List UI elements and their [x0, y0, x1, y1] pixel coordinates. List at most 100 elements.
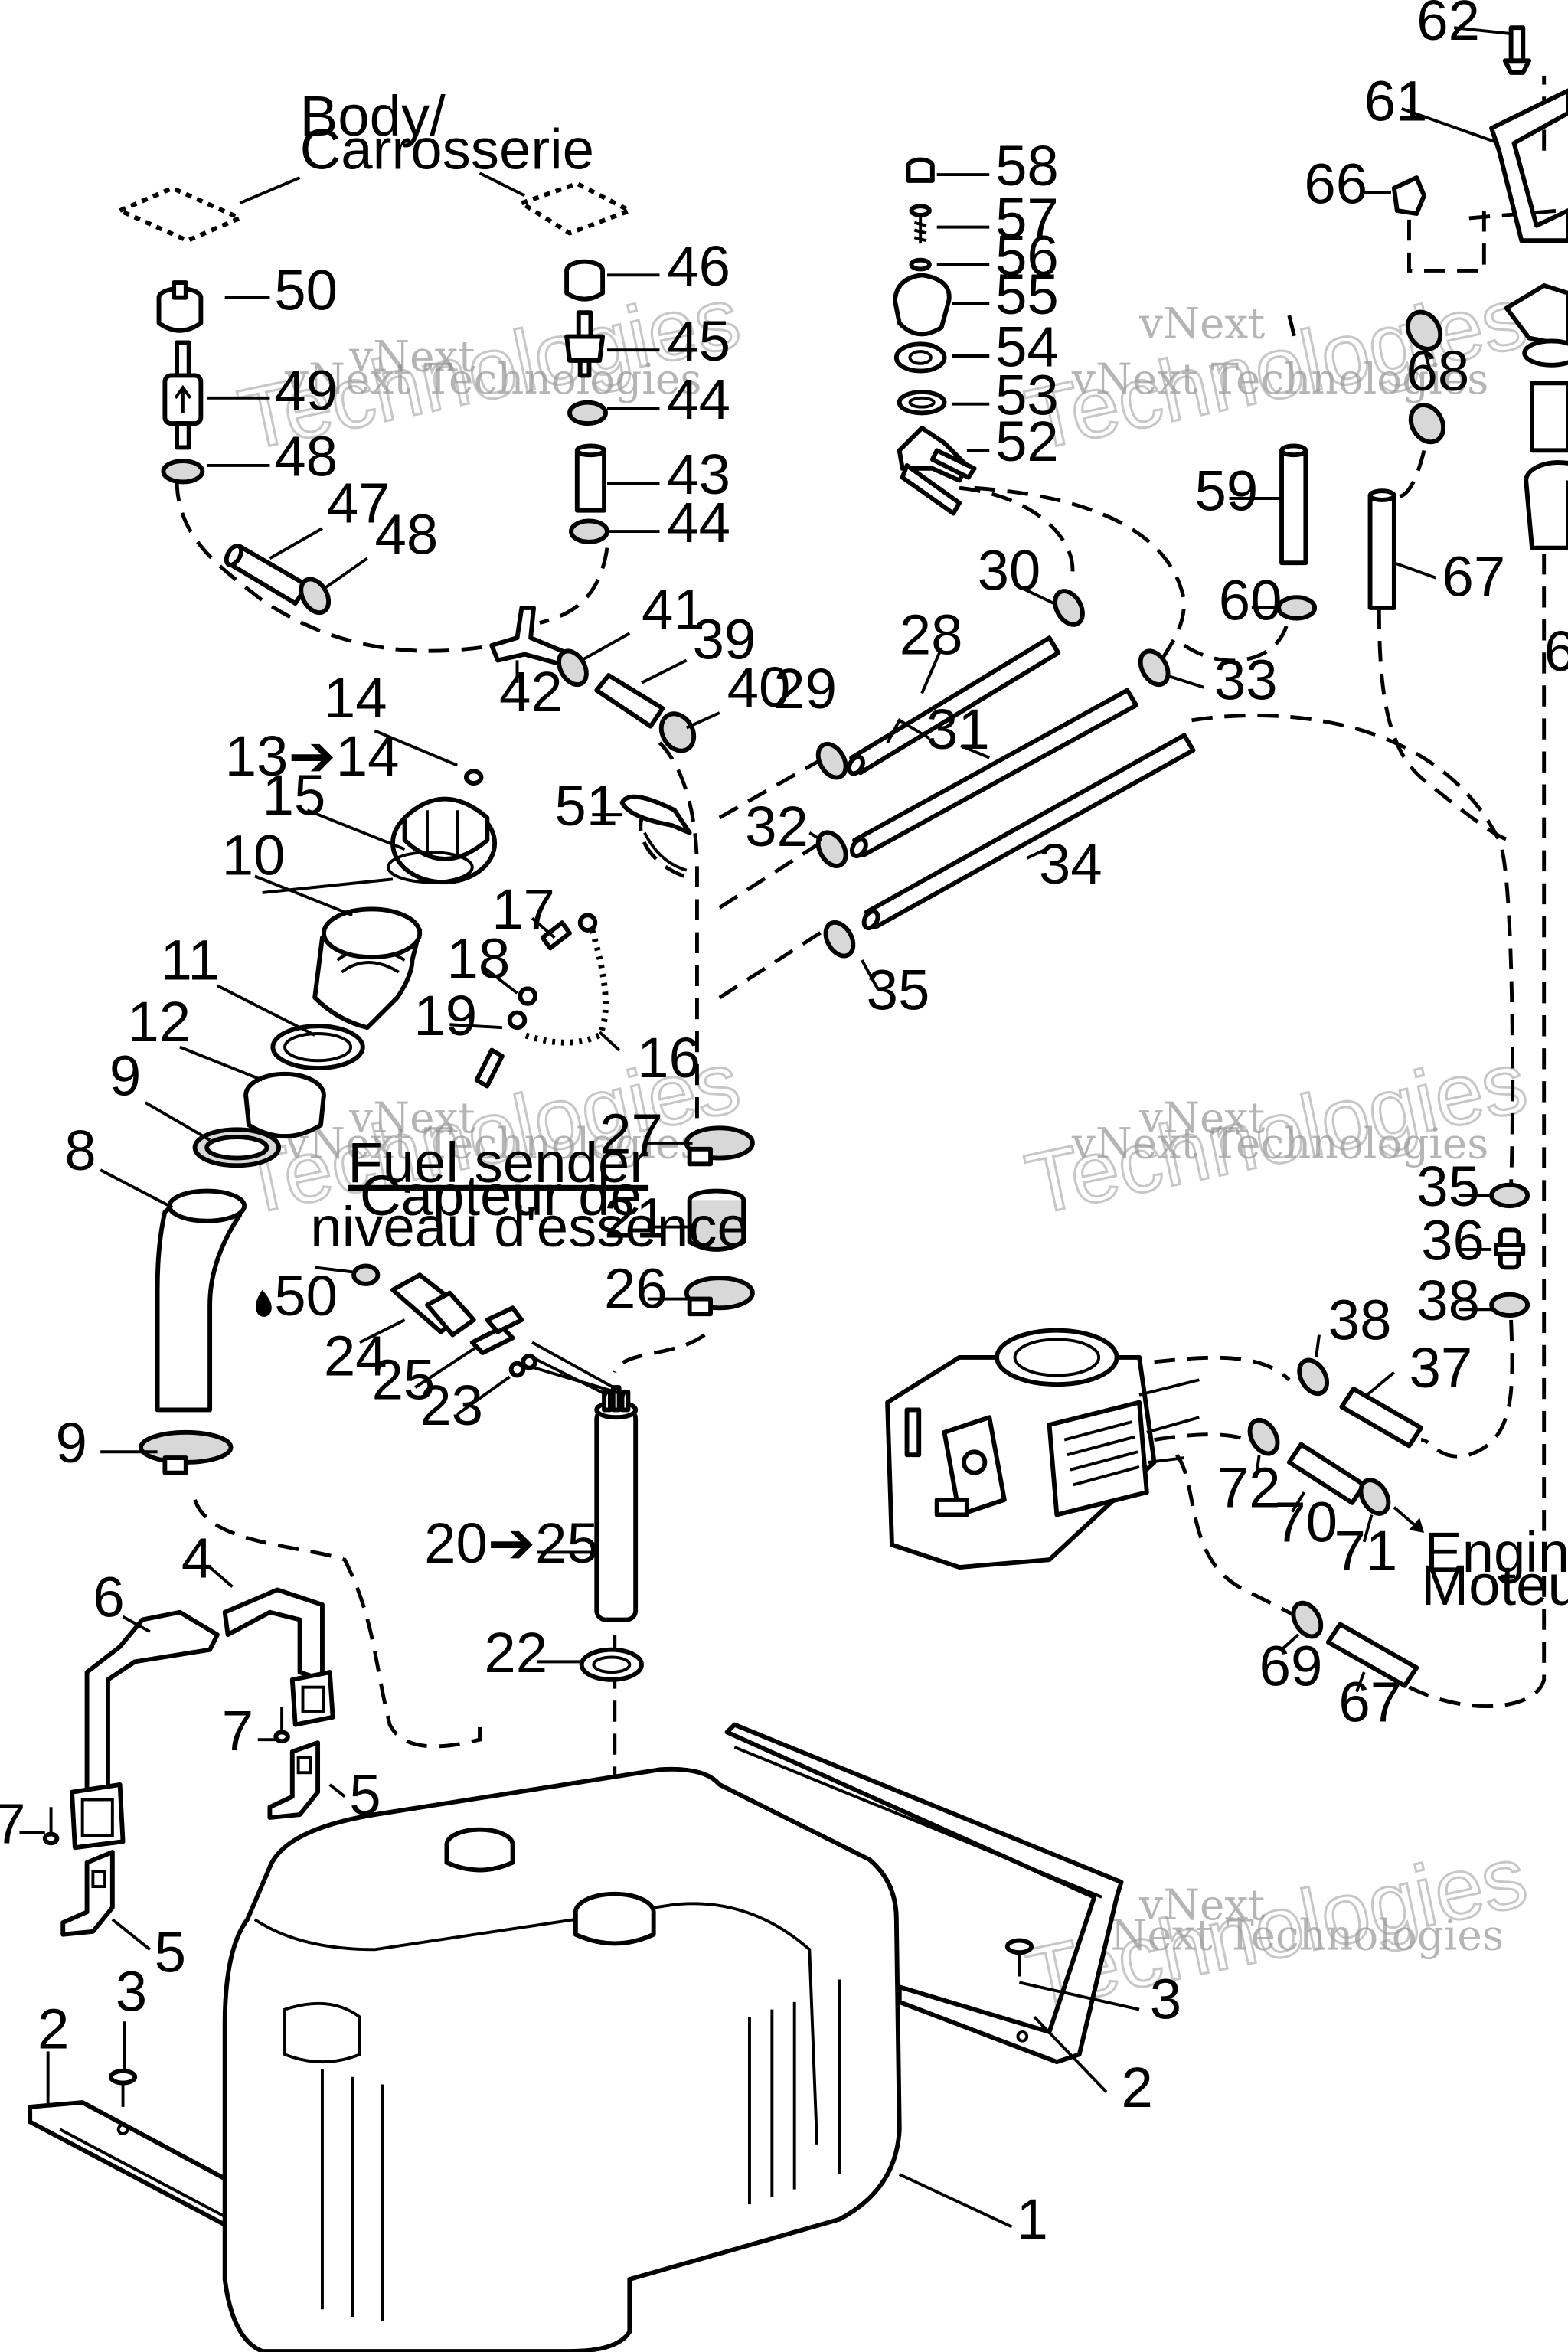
callout-11: 11: [160, 929, 219, 992]
callout-61: 61: [1364, 70, 1428, 133]
watermark-text: vNext: [1138, 1880, 1265, 1929]
fuel-filter-49: [162, 340, 204, 450]
callout-7: 7: [222, 1699, 253, 1762]
callout-35-right: 35: [1416, 1155, 1480, 1218]
callout-67: 67: [1442, 544, 1506, 608]
callout-41: 41: [642, 577, 705, 641]
clamps-68: [1405, 309, 1446, 445]
strap-4: [222, 1587, 335, 1727]
tether-cord-16: [474, 913, 609, 1089]
nut-54: [893, 341, 947, 374]
connector-24: [351, 1263, 476, 1338]
hose-47: [224, 543, 310, 606]
watermark-text: vNext Technologies: [1071, 354, 1489, 403]
callout-70: 70: [1274, 1491, 1338, 1554]
fuel-valve-52: [897, 426, 977, 516]
body-mount-plates: [117, 172, 632, 243]
clamp-41: [557, 648, 589, 687]
watermark-text: vNext Technologies: [1086, 1910, 1504, 1959]
callout-38-right: 38: [1416, 1269, 1480, 1332]
rail-2-right: [724, 1722, 1124, 2065]
clamp-71: [1358, 1478, 1391, 1516]
callout-54: 54: [995, 315, 1059, 379]
callout-9-lower: 9: [55, 1411, 87, 1475]
callout-52: 52: [995, 410, 1059, 473]
callout-16: 16: [637, 1026, 701, 1089]
callout-43: 43: [667, 443, 730, 506]
callout-63: 63: [1544, 619, 1568, 683]
hose-67: [1367, 488, 1396, 610]
screw-3-right: [1004, 1938, 1034, 1977]
watermark-text: vNext: [1138, 299, 1265, 348]
callout-31: 31: [926, 697, 990, 761]
callout-34: 34: [1039, 832, 1102, 896]
bracket-61: [1489, 88, 1568, 243]
leader-lines: [19, 26, 1511, 2229]
clamp-35: [823, 920, 856, 959]
callout-20-25: 20➔25: [424, 1511, 599, 1575]
knob-55: [892, 273, 952, 337]
tie-wrap-51: [619, 794, 692, 872]
callout-29: 29: [773, 657, 837, 720]
callout-48: 48: [274, 425, 338, 488]
callout-3: 3: [116, 1960, 147, 2024]
callout-19: 19: [413, 984, 477, 1047]
watermark-text: vNext: [1138, 1093, 1265, 1142]
fuel-tank-1: [222, 1766, 902, 2352]
body-label-fr: Carrosserie: [300, 117, 594, 181]
callout-56: 56: [995, 224, 1059, 287]
grommet-46: [564, 259, 606, 302]
strap-6: [70, 1609, 220, 1851]
watermark-text: vNext: [348, 332, 475, 381]
callout-9: 9: [109, 1044, 141, 1107]
fitting-36: [1494, 1227, 1526, 1270]
fuel-sender-20: [524, 1341, 639, 1622]
clamp-72: [1247, 1417, 1280, 1456]
text-labels: Body/ Carrosserie Fuel sender Capteur de…: [255, 84, 1568, 1617]
callout-5: 5: [349, 1763, 381, 1827]
callout-55: 55: [995, 263, 1059, 326]
callout-32: 32: [745, 795, 808, 858]
clamp-48-lower: [299, 577, 332, 616]
gasket-11: [270, 1024, 365, 1070]
nut-66: [1391, 175, 1426, 216]
clamp-27: [684, 1125, 755, 1167]
callout-62: 62: [1416, 0, 1480, 52]
callout-44-lower: 44: [667, 491, 730, 554]
clamp-60: [1276, 595, 1318, 621]
watermark-text: vNext Technologies: [284, 1119, 702, 1168]
sleeve-21: [687, 1188, 746, 1252]
clamp-40: [658, 711, 697, 753]
fuel-sender-label: Fuel sender: [348, 1131, 648, 1194]
fuel-cap-assembly: [387, 769, 498, 885]
pin-7: [273, 1707, 290, 1744]
hose-routing-lines: [175, 75, 1560, 1822]
callout-14: 14: [324, 666, 387, 730]
callout-68: 68: [1406, 339, 1470, 403]
filler-neck-10: [312, 906, 423, 1031]
callout-8: 8: [64, 1119, 96, 1182]
callout-53: 53: [995, 363, 1059, 426]
fuel-sender-label-fr-1: Capteur de: [360, 1164, 642, 1227]
hose-37: [1339, 1387, 1424, 1449]
terminals-25: [469, 1305, 524, 1355]
filler-hose-8: [155, 1188, 247, 1413]
y-fitting-42: [489, 606, 570, 666]
grommet-50: [156, 280, 204, 333]
callout-48-lower: 48: [374, 502, 438, 566]
fuel-sender-label-fr-2: niveau d'essence: [310, 1195, 749, 1259]
clamp-48: [161, 459, 205, 485]
screw-3: [108, 2068, 138, 2107]
callout-57: 57: [995, 186, 1059, 250]
gasket-22: [579, 1647, 644, 1682]
callout-49: 49: [274, 358, 338, 422]
callout-28: 28: [900, 603, 963, 667]
callout-45: 45: [667, 309, 730, 373]
callout-38: 38: [1328, 1288, 1392, 1351]
callout-2: 2: [38, 1998, 69, 2061]
screw-57: [909, 204, 932, 244]
callout-59: 59: [1194, 459, 1258, 523]
callout-13-14: 13➔14: [225, 724, 400, 788]
callout-3-right: 3: [1150, 1967, 1181, 2030]
